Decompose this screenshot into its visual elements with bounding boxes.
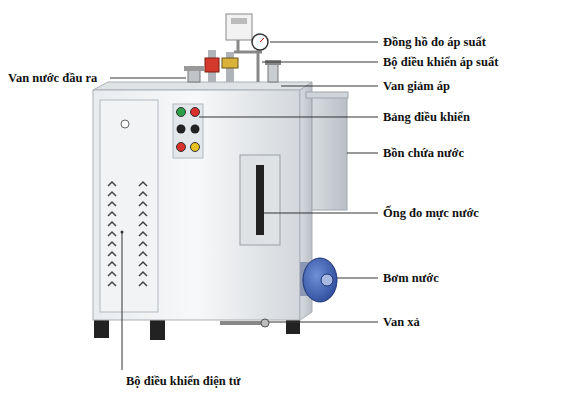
illustration-part [139, 272, 147, 276]
illustration-part [270, 42, 378, 43]
illustration-part [347, 153, 378, 154]
illustration-part [231, 18, 247, 24]
illustration-part [108, 252, 116, 256]
part-label: Bộ điều khiển áp suất [383, 55, 498, 70]
illustration-part [150, 318, 165, 340]
illustration-part [110, 78, 186, 79]
part-label: Bồn chứa nước [383, 146, 464, 161]
part-label: Đồng hồ đo áp suất [383, 35, 486, 50]
illustration-part [256, 165, 264, 235]
illustration-part [93, 82, 312, 90]
illustration-part [108, 212, 116, 216]
part-label: Van giảm áp [383, 79, 450, 94]
illustration-part [177, 108, 186, 117]
part-label: Van nước đầu ra [8, 71, 97, 86]
illustration-part [321, 274, 333, 286]
illustration-part [191, 108, 200, 117]
illustration-part [122, 232, 123, 370]
illustration-part [139, 262, 147, 266]
illustration-part [312, 96, 347, 210]
illustration-part [94, 318, 109, 338]
illustration-part [205, 58, 219, 72]
illustration-part [191, 125, 200, 134]
illustration-part [108, 182, 116, 186]
illustration-part [226, 14, 252, 40]
illustration-part [93, 90, 300, 320]
illustration-part [139, 212, 147, 216]
illustration-part [264, 213, 378, 214]
illustration-part [108, 242, 116, 246]
illustration-part [139, 202, 147, 206]
illustration-part [262, 62, 378, 63]
part-label: Bộ điều khiển điện tử [126, 374, 240, 389]
illustration-part [191, 143, 200, 152]
illustration-part [108, 182, 147, 286]
illustration-part [139, 242, 147, 246]
illustration-part [281, 86, 378, 87]
illustration-part [108, 282, 116, 286]
part-label: Van xả [383, 315, 420, 330]
part-label: Bảng điều khiển [383, 110, 470, 125]
illustration-part [139, 222, 147, 226]
illustration-part [269, 322, 378, 323]
illustration-part [139, 232, 147, 236]
illustration-part [108, 202, 116, 206]
illustration-part [257, 48, 260, 82]
illustration-part [121, 231, 124, 234]
illustration-part [108, 262, 116, 266]
illustration-part [303, 258, 337, 302]
illustration-part [237, 40, 240, 52]
illustration-part [261, 319, 269, 327]
illustration-part [184, 66, 204, 71]
illustration-part [252, 34, 268, 50]
illustration-part [108, 232, 116, 236]
illustration-part [139, 252, 147, 256]
illustration-part [222, 58, 238, 68]
illustration-part [108, 192, 116, 196]
illustration-part [100, 100, 158, 312]
illustration-part [139, 282, 147, 286]
illustration-part [121, 120, 129, 128]
illustration-part [306, 92, 348, 98]
illustration-part [177, 143, 186, 152]
illustration-part [173, 104, 203, 158]
illustration-part [139, 192, 147, 196]
illustration-part [240, 155, 280, 245]
illustration-part [139, 182, 147, 186]
illustration-part [177, 125, 186, 134]
illustration-part [337, 278, 378, 279]
illustration-part [108, 272, 116, 276]
illustration-part [260, 38, 264, 42]
part-label: Bơm nước [383, 271, 439, 286]
leader-lines [110, 42, 378, 370]
illustration-part [108, 222, 116, 226]
illustration-part [199, 117, 378, 118]
illustration-part [188, 70, 200, 82]
part-label: Ống đo mực nước [383, 206, 479, 221]
